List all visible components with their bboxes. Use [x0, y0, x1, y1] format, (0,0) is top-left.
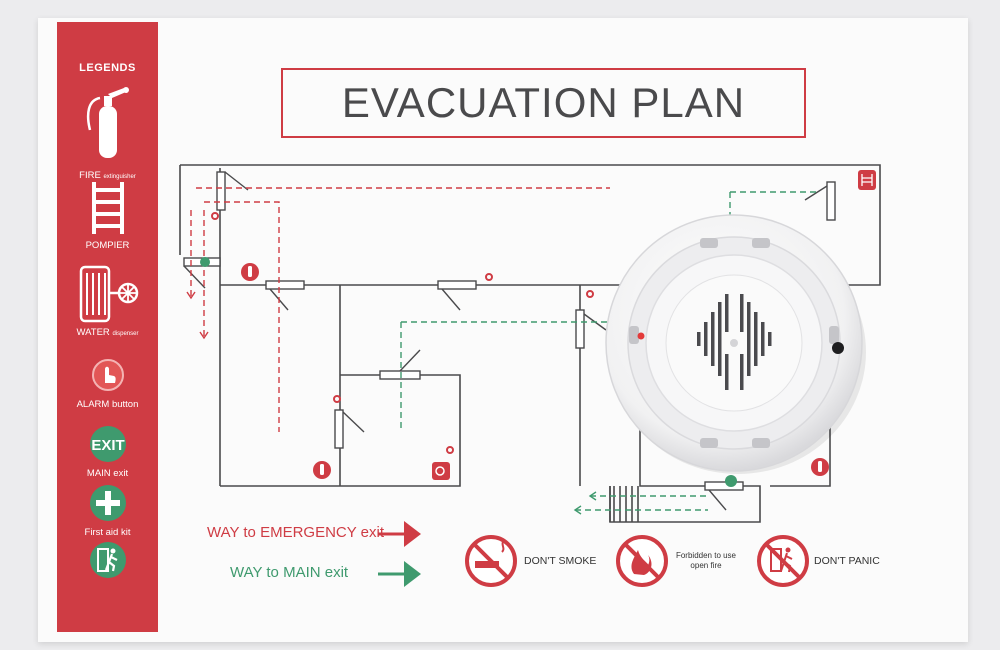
route-arrowhead — [588, 491, 597, 501]
legend-label-main-exit: MAIN exit — [86, 468, 129, 479]
exit-sign-icon: EXIT — [89, 426, 126, 462]
route-arrowhead — [573, 505, 582, 515]
detector-led-indicator — [637, 332, 645, 340]
legend-strip: LEGENDS FIRE extinguisher POMPIER — [57, 22, 158, 632]
emergency-route — [190, 187, 610, 432]
sign-label-no-fire-line2: open fire — [690, 561, 722, 570]
sign-label-no-fire: Forbidden to use open fire — [672, 551, 740, 571]
running-person-exit-icon — [89, 542, 126, 578]
legend-item-main-exit: EXIT MAIN exit — [57, 424, 158, 479]
route-arrowhead — [199, 331, 209, 340]
legend-item-pompier: POMPIER — [57, 180, 158, 251]
legend-label-fire: FIRE extinguisher — [57, 170, 158, 183]
no-panic-icon — [757, 535, 809, 587]
legend-label-first-aid: First aid kit — [84, 527, 131, 538]
smoke-detector — [605, 214, 866, 474]
main-route — [400, 191, 820, 511]
legend-label-water-name: WATER — [76, 327, 110, 338]
legend-item-running-exit — [57, 540, 158, 580]
legend-label-fire-name: FIRE — [79, 170, 101, 181]
main-arrowhead-icon — [404, 561, 421, 587]
legend-label-pompier: POMPIER — [85, 240, 130, 251]
legend-label-water: WATER dispenser — [57, 327, 158, 340]
route-label-emergency: WAY to EMERGENCY exit — [207, 524, 384, 541]
detector-grille — [697, 294, 772, 390]
sign-label-no-panic: DON'T PANIC — [814, 555, 880, 567]
route-arrowhead — [186, 291, 196, 300]
alarm-button-markers — [211, 212, 594, 454]
ladder-icon — [91, 182, 124, 234]
legend-label-water-sub: dispenser — [112, 331, 139, 337]
first-aid-icon — [89, 485, 126, 521]
legend-item-alarm-button: ALARM button — [57, 355, 158, 410]
legend-item-water-dispenser: WATER dispenser — [57, 265, 158, 340]
alarm-button-icon — [91, 359, 124, 391]
detector-test-button — [832, 342, 844, 354]
legend-label-alarm: ALARM button — [76, 399, 139, 410]
hose-reel-icon — [79, 265, 138, 323]
detector-vent-slots — [629, 238, 839, 448]
emergency-arrowhead-icon — [404, 521, 421, 547]
map-extinguisher-markers — [241, 170, 876, 480]
legend-label-fire-sub: extinguisher — [103, 174, 136, 180]
exit-sign-text: EXIT — [91, 437, 124, 454]
legend-item-fire-extinguisher: FIRE extinguisher — [57, 84, 158, 183]
no-open-fire-icon — [616, 535, 668, 587]
map-marker-exit — [725, 475, 737, 487]
no-smoking-icon — [465, 535, 517, 587]
map-marker-exit — [200, 257, 210, 267]
sign-label-no-fire-line1: Forbidden to use — [675, 551, 737, 560]
legend-heading: LEGENDS — [79, 62, 136, 74]
plan-title: EVACUATION PLAN — [281, 68, 806, 138]
sign-label-no-smoke: DON'T SMOKE — [524, 555, 597, 567]
route-label-main: WAY to MAIN exit — [230, 564, 349, 581]
fire-extinguisher-icon — [86, 87, 129, 158]
legend-item-first-aid: First aid kit — [57, 483, 158, 538]
